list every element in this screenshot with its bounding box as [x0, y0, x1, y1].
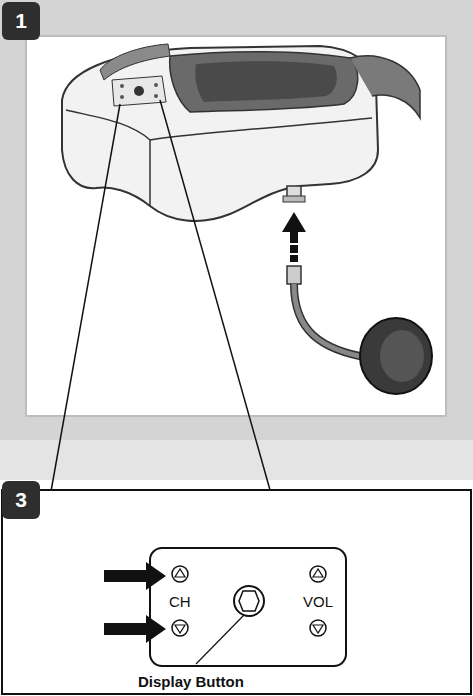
callout-number: 1: [15, 9, 27, 33]
callout-badge: 3: [2, 481, 40, 519]
part-name: Display Button: [138, 673, 244, 690]
callout-badge: 1: [2, 2, 40, 40]
channel-label: CH: [169, 593, 191, 610]
callout-number: 3: [15, 488, 27, 512]
volume-label: VOL: [303, 593, 333, 610]
